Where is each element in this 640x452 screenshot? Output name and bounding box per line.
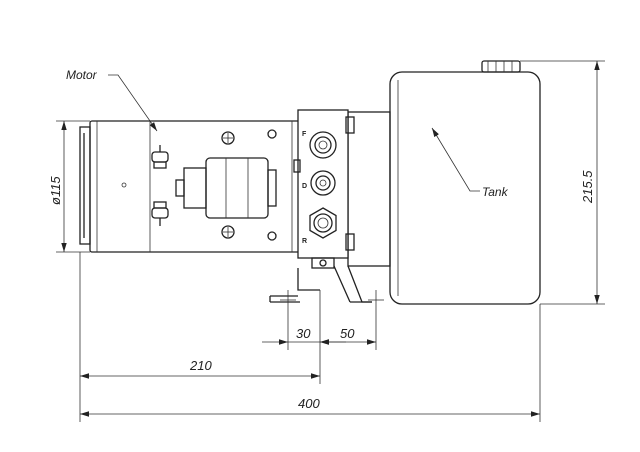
port-d-fitting [310, 170, 336, 196]
terminal-stud-lower [151, 201, 169, 226]
dimension-50: 50 [320, 326, 376, 345]
port-f-fitting [309, 131, 337, 159]
tank-body [347, 60, 541, 305]
tank-callout: Tank [431, 127, 509, 199]
port-f-label: F [302, 131, 307, 138]
tank-label: Tank [482, 185, 509, 199]
dimension-diameter: ø115 [48, 121, 67, 252]
port-d-label: D [302, 183, 307, 190]
motor-body [79, 120, 301, 253]
port-r-fitting [309, 207, 337, 239]
port-r-label: R [302, 238, 307, 245]
dimension-400-label: 400 [298, 396, 320, 411]
terminal-stud-upper [151, 145, 169, 169]
extension-lines [56, 60, 605, 422]
dimension-diameter-label: ø115 [48, 176, 63, 205]
dimension-210: 210 [80, 358, 320, 379]
dimension-400: 400 [80, 396, 540, 417]
motor-label: Motor [66, 68, 98, 82]
dimension-30: 30 [262, 326, 346, 345]
solenoid [175, 157, 277, 219]
dimension-30-label: 30 [296, 326, 311, 341]
dimension-height-label: 215.5 [580, 170, 595, 204]
motor-callout: Motor [66, 68, 158, 132]
valve-block: F D R [293, 109, 355, 269]
dimension-height: 215.5 [580, 61, 600, 304]
dimension-210-label: 210 [189, 358, 212, 373]
mounting-bracket [269, 265, 372, 303]
mount-holes [221, 129, 277, 241]
dimension-50-label: 50 [340, 326, 355, 341]
